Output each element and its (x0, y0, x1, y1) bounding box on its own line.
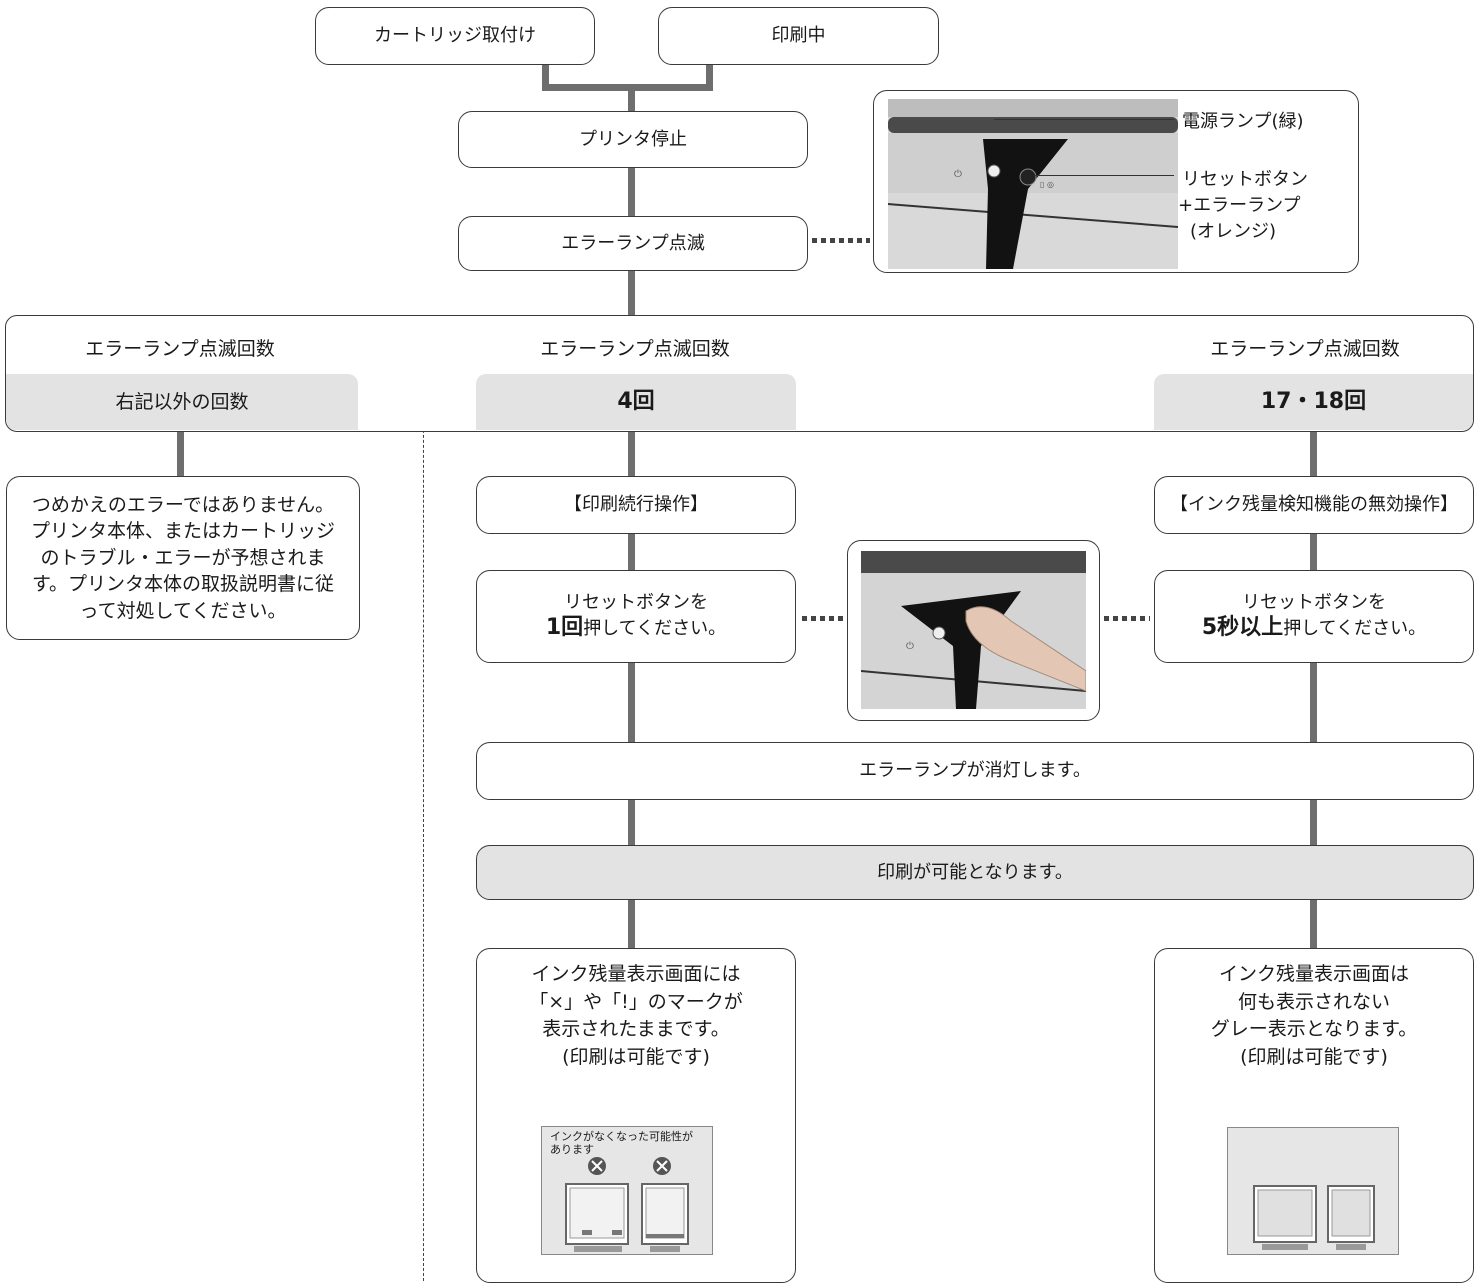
printer-panel-photo: ⏻ ▯ ◎ 電源ランプ(緑) リセットボタン +エラーランプ (オレンジ) (873, 90, 1359, 273)
branch-divider (423, 390, 424, 1281)
connector-middle-op (628, 431, 635, 477)
gray-display-graphic (1253, 1185, 1375, 1250)
error-lamp-label: +エラーランプ (1178, 195, 1301, 216)
connector-to-stop (628, 84, 635, 112)
error-lamp-blink-node: エラーランプ点滅 (458, 216, 808, 271)
right-result-box: インク残量表示画面は 何も表示されない グレー表示となります。 (印刷は可能です… (1154, 948, 1474, 1283)
right-result-line3: グレー表示となります。 (1210, 1018, 1418, 1041)
middle-count-box: 4回 (476, 374, 796, 430)
svg-text:⏻: ⏻ (906, 641, 914, 652)
right-instruction-node: リセットボタンを 5秒以上押してください。 (1154, 570, 1474, 663)
connector-blink-branch (628, 270, 635, 316)
connector-right-op (1310, 431, 1317, 477)
svg-text:▯ ◎: ▯ ◎ (1040, 180, 1054, 189)
right-result-line4: (印刷は可能です) (1240, 1045, 1388, 1068)
middle-result-line4: (印刷は可能です) (562, 1045, 710, 1068)
connector-right-off (1310, 662, 1317, 742)
right-instruction-rest: 押してください。 (1283, 617, 1427, 639)
connector-middle-instr (628, 533, 635, 571)
left-note-text: つめかえのエラーではありません。プリンタ本体、またはカートリッジのトラブル・エラ… (30, 493, 335, 622)
svg-text:⏻: ⏻ (954, 169, 962, 180)
right-branch-heading: エラーランプ点滅回数 (1210, 338, 1400, 360)
connector-right-instr (1310, 533, 1317, 571)
middle-instruction-rest: 押してください。 (583, 617, 727, 639)
middle-instruction-bold: 1回 (545, 614, 584, 640)
connector-right-result (1310, 899, 1317, 949)
dotted-link-right-photo (1104, 616, 1150, 621)
connector-cartridge (542, 64, 549, 90)
right-operation-node: 【インク残量検知機能の無効操作】 (1154, 476, 1474, 534)
right-count-box: 17・18回 (1154, 374, 1473, 430)
reset-press-image: ⏻ (861, 551, 1086, 709)
right-instruction-line1: リセットボタンを (1242, 591, 1386, 613)
left-note-box: つめかえのエラーではありません。プリンタ本体、またはカートリッジのトラブル・エラ… (6, 476, 360, 640)
connector-middle-off (628, 662, 635, 742)
printer-stop-node: プリンタ停止 (458, 111, 808, 168)
connector-merge (542, 84, 713, 91)
ink-warning-text: インクがなくなった可能性があります (550, 1130, 693, 1157)
dotted-link-middle-photo (802, 616, 844, 621)
printing-node: 印刷中 (658, 7, 939, 65)
left-branch-heading: エラーランプ点滅回数 (85, 338, 275, 360)
middle-branch-heading: エラーランプ点滅回数 (540, 338, 730, 360)
connector-left-note (177, 431, 184, 477)
printable-node: 印刷が可能となります。 (476, 845, 1474, 900)
middle-result-line1: インク残量表示画面には (531, 963, 741, 985)
middle-instruction-line1: リセットボタンを (564, 591, 708, 613)
connector-right-printable (1310, 799, 1317, 845)
cartridge-install-node: カートリッジ取付け (315, 7, 595, 65)
connector-middle-printable (628, 799, 635, 845)
middle-operation-node: 【印刷続行操作】 (476, 476, 796, 534)
ink-warning-graphic (565, 1157, 689, 1252)
left-count-box: 右記以外の回数 (6, 374, 358, 430)
ink-warning-screen: インクがなくなった可能性があります (541, 1126, 713, 1255)
connector-printing (706, 64, 713, 90)
lamp-off-node: エラーランプが消灯します。 (476, 742, 1474, 800)
middle-result-line3: 表示されたままです。 (542, 1018, 730, 1041)
gray-display-screen (1227, 1127, 1399, 1255)
middle-result-line2: 「×」や「!」のマークが (529, 990, 743, 1013)
printer-panel-image: ⏻ ▯ ◎ (888, 99, 1178, 269)
reset-button-label: リセットボタン (1182, 169, 1308, 190)
middle-instruction-node: リセットボタンを 1回押してください。 (476, 570, 796, 663)
dotted-link-blink-panel (812, 238, 870, 243)
power-lamp-label: 電源ランプ(緑) (1182, 111, 1304, 132)
connector-stop-blink (628, 167, 635, 217)
right-result-line2: 何も表示されない (1237, 990, 1390, 1013)
right-result-line1: インク残量表示画面は (1218, 963, 1409, 985)
right-instruction-bold: 5秒以上 (1201, 614, 1284, 640)
reset-button-photo: ⏻ (847, 540, 1100, 721)
orange-label: (オレンジ) (1190, 221, 1277, 242)
connector-middle-result (628, 899, 635, 949)
